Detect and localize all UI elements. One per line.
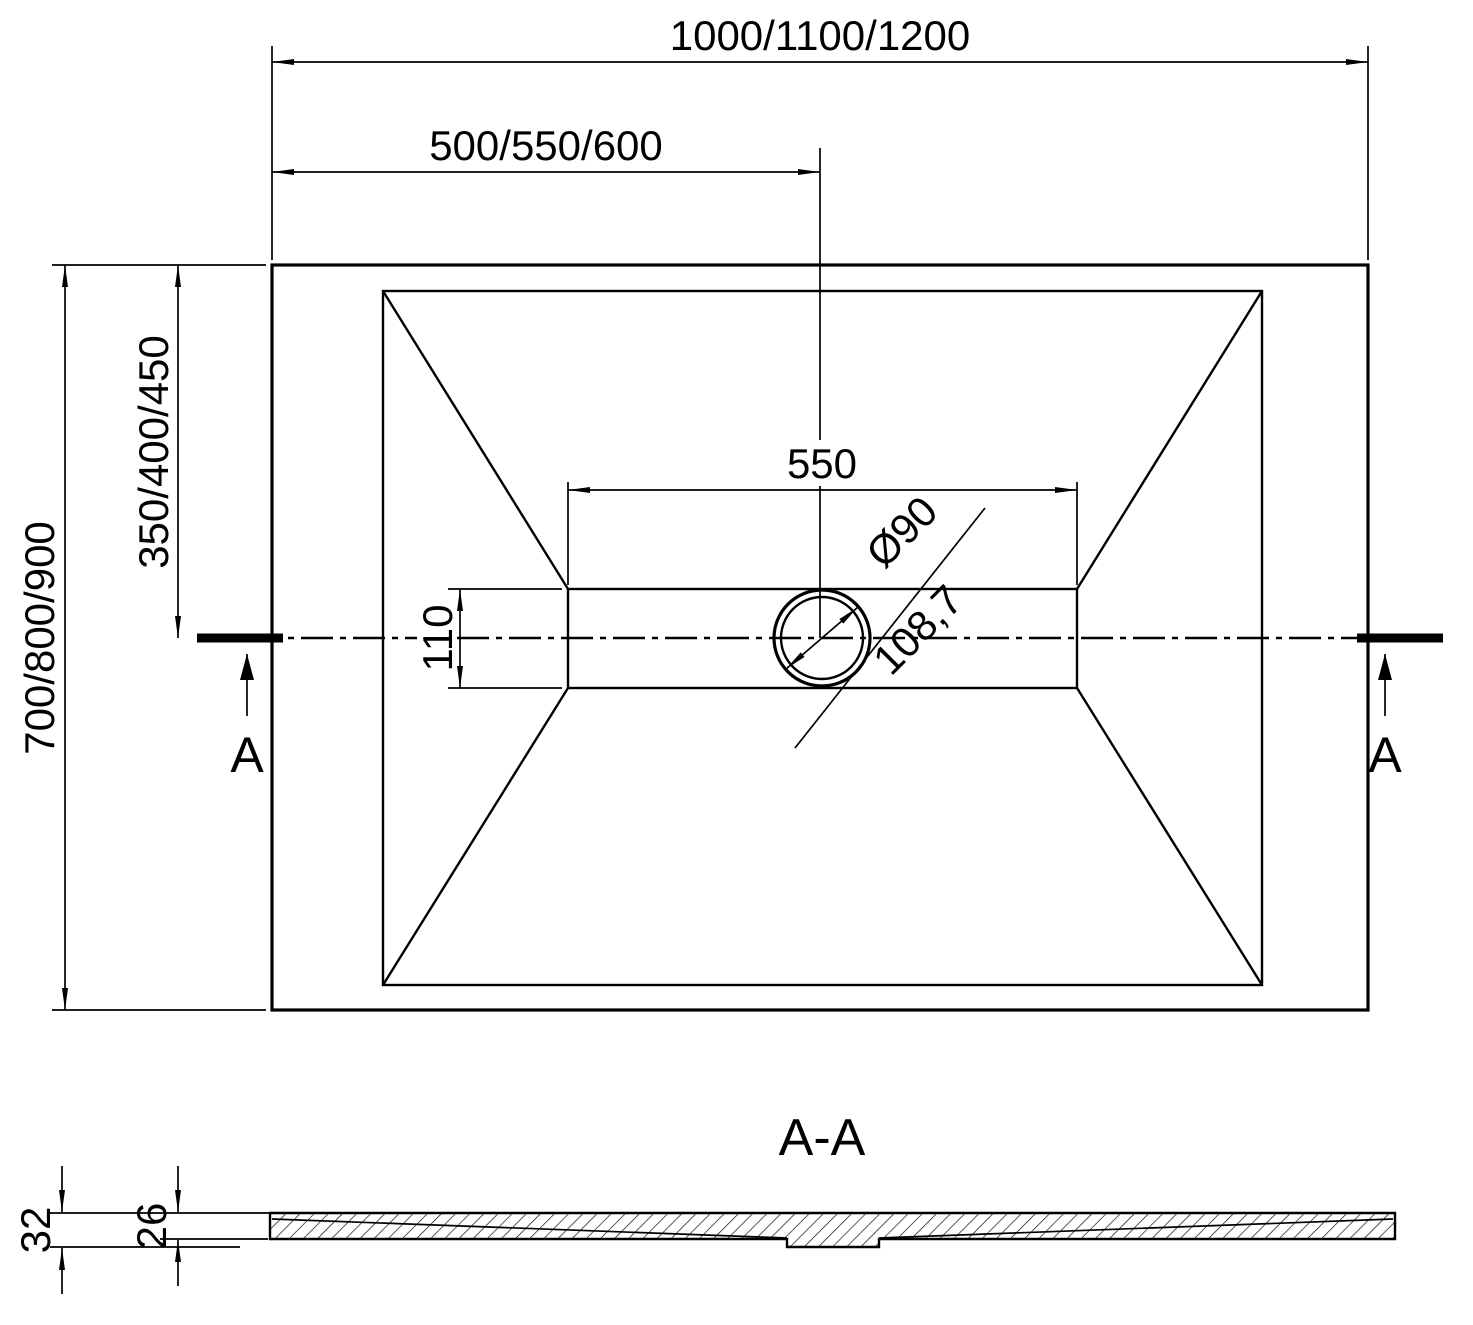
slope-diagonal-bottom-right xyxy=(1075,687,1264,986)
tray-slope-top-edge xyxy=(381,289,1264,987)
dim-label-total-width: 1000/1100/1200 xyxy=(670,12,971,59)
drain-inner-circle xyxy=(779,595,865,681)
drain-diameter-arrow-lower xyxy=(785,637,823,670)
slope-diagonal-top-left xyxy=(381,290,570,590)
section-profile xyxy=(268,1211,1397,1249)
section-view: A-A 32 26 xyxy=(12,1109,1397,1294)
dim-label-tray-thickness: 26 xyxy=(128,1203,175,1250)
dimensions: 1000/1100/1200 500/550/600 700/800/900 3… xyxy=(16,12,1369,1011)
section-title: A-A xyxy=(779,1109,866,1167)
dim-label-total-thickness: 32 xyxy=(12,1207,59,1254)
cut-label-left: A xyxy=(230,727,264,783)
dim-label-drain-diameter: Ø90 xyxy=(857,487,946,576)
dim-label-half-width: 500/550/600 xyxy=(429,122,663,169)
slope-diagonal-bottom-left xyxy=(381,687,570,986)
dim-label-flat-height: 110 xyxy=(414,605,461,672)
cut-label-right: A xyxy=(1368,727,1402,783)
label-mask xyxy=(417,598,457,678)
drain-leader-line xyxy=(794,507,986,749)
dim-label-total-height: 700/800/900 xyxy=(16,521,63,755)
section-slope-line-left xyxy=(271,1218,788,1239)
drain-outer-circle xyxy=(772,588,872,688)
dim-label-half-height: 350/400/450 xyxy=(130,335,177,569)
top-view: A A xyxy=(197,263,1445,1012)
drain-diameter-arrow-upper xyxy=(821,606,859,639)
slope-diagonal-top-right xyxy=(1075,290,1264,590)
dim-label-flat-width: 550 xyxy=(787,440,857,487)
section-slope-line-right xyxy=(878,1218,1394,1239)
